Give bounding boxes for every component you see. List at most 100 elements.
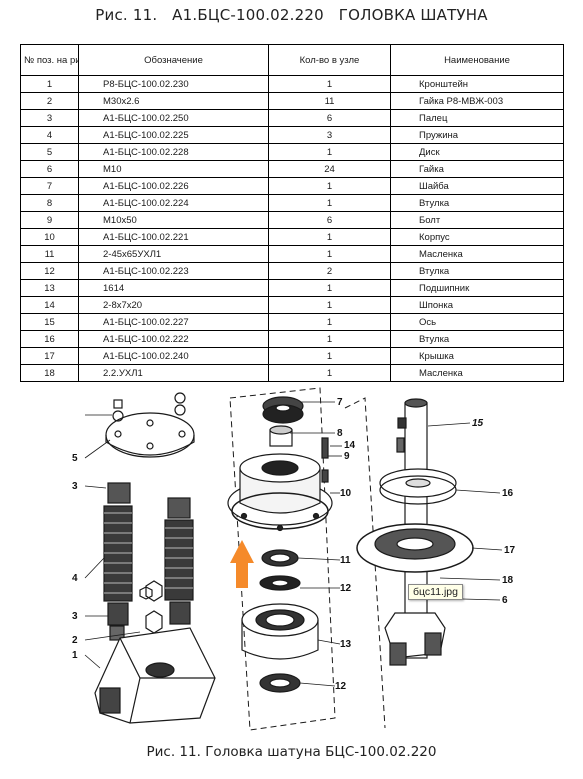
cell-position: 12 [20,262,79,280]
cell-position: 8 [20,194,79,212]
callout-15: 15 [472,418,484,429]
disk-part [105,412,195,458]
cell-designation: А1-БЦС-100.02.228 [78,143,269,161]
top-nut-left [112,399,124,422]
cell-designation: 2.2.УХЛ1 [78,364,269,382]
cell-designation: 2-8х7х20 [78,296,269,314]
nuts-middle [139,580,163,634]
cell-designation: М30х2.6 [78,92,269,110]
cell-designation: А1-БЦС-100.02.222 [78,330,269,348]
cell-designation: 1614 [78,279,269,297]
bolt-parts [321,437,329,483]
spring-left [103,482,133,641]
cell-name: Гайка [390,160,564,178]
cell-designation: Р8-БЦС-100.02.230 [78,75,269,93]
cell-name: Масленка [390,364,564,382]
cell-quantity: 1 [268,364,391,382]
cell-designation: М10х50 [78,211,269,229]
cell-name: Крышка [390,347,564,365]
cell-position: 9 [20,211,79,229]
cell-position: 1 [20,75,79,93]
bushing-part [269,425,293,447]
cell-quantity: 2 [268,262,391,280]
callout-7: 7 [337,397,343,408]
cell-position: 4 [20,126,79,144]
header-name: Наименование [390,44,564,76]
callout-3-upper: 3 [72,481,78,492]
top-nut-right [174,392,186,416]
cell-name: Диск [390,143,564,161]
callout-12-upper: 12 [340,583,352,594]
document-title: Рис. 11. А1.БЦС-100.02.220 ГОЛОВКА ШАТУН… [95,6,488,24]
cell-designation: А1-БЦС-100.02.224 [78,194,269,212]
key-part [396,437,405,453]
header-position: № поз. на рис. [20,44,79,76]
cell-position: 3 [20,109,79,127]
cell-quantity: 1 [268,330,391,348]
callout-6: 6 [502,595,508,606]
callout-5: 5 [72,453,78,464]
header-quantity: Кол-во в узле [268,44,391,76]
bearing-part [241,603,319,660]
dashed-frame [229,387,336,731]
cell-position: 11 [20,245,79,263]
cell-position: 6 [20,160,79,178]
parts-table: № поз. на рис. Обозначение Кол-во в узле… [20,44,564,382]
leader-lines [84,401,503,687]
cell-quantity: 1 [268,75,391,93]
oiler-part [261,549,299,567]
figure-caption: Рис. 11. Головка шатуна БЦС-100.02.220 [146,744,437,760]
cell-name: Ось [390,313,564,331]
cell-quantity: 1 [268,194,391,212]
cell-designation: М10 [78,160,269,178]
callout-2: 2 [72,635,78,646]
callout-16: 16 [502,488,514,499]
cell-name: Втулка [390,262,564,280]
filename-tooltip: бцс11.jpg [408,584,463,600]
cell-position: 13 [20,279,79,297]
callout-4: 4 [72,573,78,584]
bushing-ring-part [259,575,301,591]
cell-designation: А1-БЦС-100.02.226 [78,177,269,195]
bracket-part [94,627,216,724]
cell-designation: А1-БЦС-100.02.250 [78,109,269,127]
cell-name: Корпус [390,228,564,246]
header-designation: Обозначение [78,44,269,76]
washer-part [262,396,304,424]
highlight-arrow [230,540,254,588]
callout-3-lower: 3 [72,611,78,622]
cell-name: Пружина [390,126,564,144]
cell-name: Шайба [390,177,564,195]
callout-11: 11 [340,555,351,566]
cell-quantity: 6 [268,109,391,127]
callout-14: 14 [344,440,356,451]
cell-quantity: 1 [268,279,391,297]
cell-quantity: 1 [268,143,391,161]
cell-position: 18 [20,364,79,382]
cell-quantity: 1 [268,228,391,246]
cell-name: Палец [390,109,564,127]
housing-part [227,453,333,532]
cell-position: 14 [20,296,79,314]
cell-position: 2 [20,92,79,110]
cell-position: 5 [20,143,79,161]
cell-designation: А1-БЦС-100.02.240 [78,347,269,365]
cell-quantity: 3 [268,126,391,144]
cell-name: Кронштейн [390,75,564,93]
callout-8: 8 [337,428,343,439]
cell-quantity: 1 [268,347,391,365]
